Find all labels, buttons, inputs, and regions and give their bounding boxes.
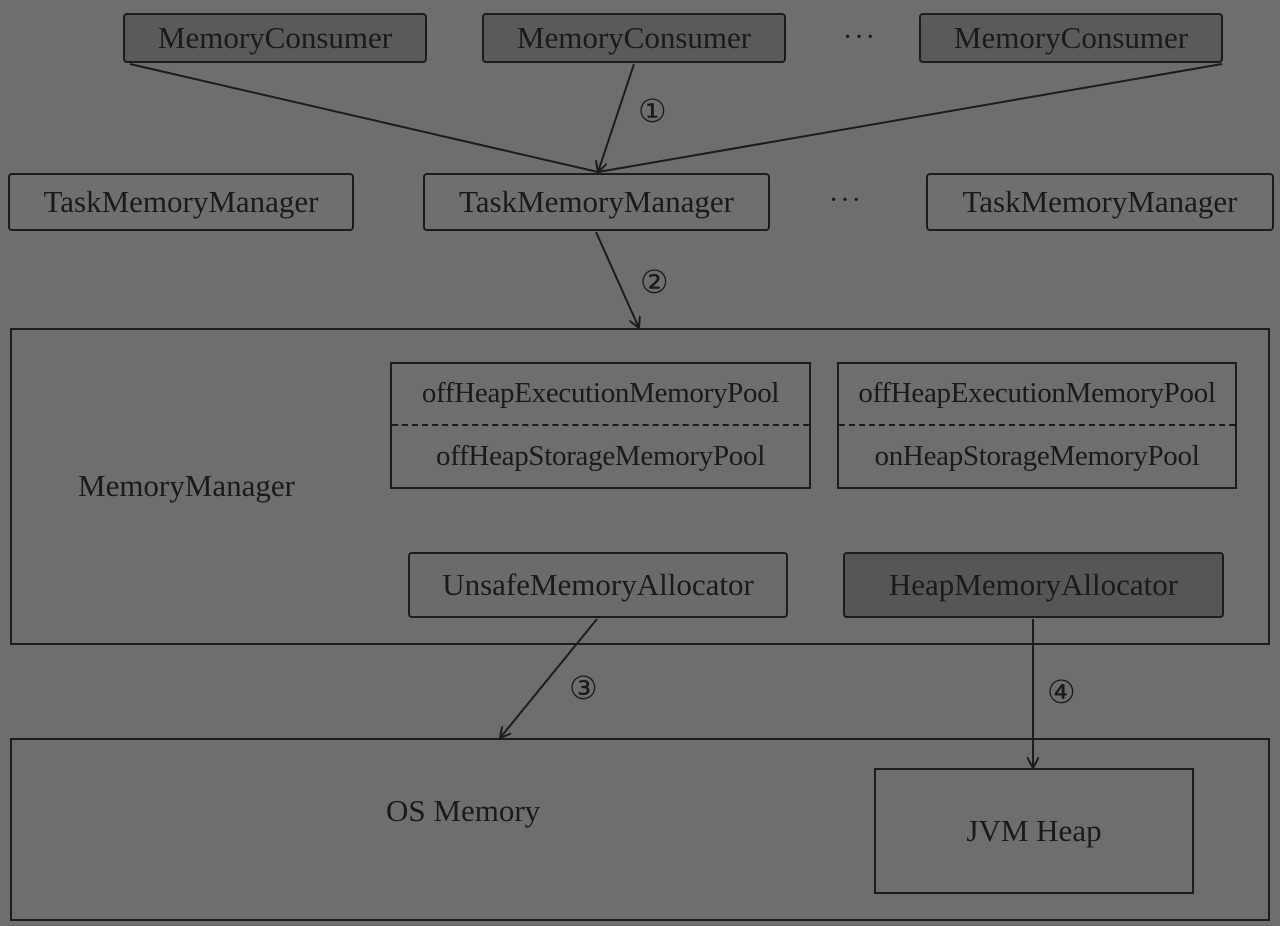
task-memory-manager-1-label: TaskMemoryManager [43, 184, 319, 219]
unsafe-memory-allocator: UnsafeMemoryAllocator [408, 552, 788, 618]
arrow-consumer-3-to-tmm [597, 63, 1223, 173]
memory-consumer-1-label: MemoryConsumer [157, 20, 393, 55]
os-memory-frame [10, 738, 1270, 921]
memory-consumer-3: MemoryConsumer [919, 13, 1223, 63]
os-memory-label: OS Memory [386, 793, 541, 828]
pool-left-top: offHeapExecutionMemoryPool [392, 364, 809, 426]
memory-consumer-3-label: MemoryConsumer [953, 20, 1189, 55]
step-3-marker: ③ [569, 670, 598, 706]
heap-memory-allocator: HeapMemoryAllocator [843, 552, 1224, 618]
memory-pool-left: offHeapExecutionMemoryPool offHeapStorag… [390, 362, 811, 489]
consumer-ellipsis: ··· [843, 22, 877, 53]
arrow-consumer-1-to-tmm [129, 63, 599, 173]
pool-right-top: offHeapExecutionMemoryPool [839, 364, 1235, 426]
jvm-heap-label: JVM Heap [966, 813, 1102, 848]
memory-pool-right: offHeapExecutionMemoryPool onHeapStorage… [837, 362, 1237, 489]
task-memory-manager-2: TaskMemoryManager [423, 173, 770, 231]
memory-manager-label: MemoryManager [78, 468, 295, 503]
unsafe-memory-allocator-label: UnsafeMemoryAllocator [442, 567, 754, 602]
task-memory-manager-3-label: TaskMemoryManager [962, 184, 1238, 219]
step-2-marker: ② [640, 264, 669, 300]
pool-right-bottom: onHeapStorageMemoryPool [874, 439, 1200, 472]
arrow-consumer-2-to-tmm [598, 63, 635, 172]
step-1-marker: ① [638, 93, 667, 129]
pool-left-bottom: offHeapStorageMemoryPool [436, 439, 765, 472]
memory-manager-frame [10, 328, 1270, 645]
memory-consumer-1: MemoryConsumer [123, 13, 427, 63]
memory-consumer-2-label: MemoryConsumer [516, 20, 752, 55]
task-manager-ellipsis: ··· [829, 185, 863, 216]
task-memory-manager-1: TaskMemoryManager [8, 173, 354, 231]
task-memory-manager-2-label: TaskMemoryManager [458, 184, 735, 219]
heap-memory-allocator-label: HeapMemoryAllocator [888, 567, 1179, 602]
jvm-heap-box: JVM Heap [874, 768, 1194, 894]
memory-consumer-2: MemoryConsumer [482, 13, 786, 63]
task-memory-manager-3: TaskMemoryManager [926, 173, 1274, 231]
step-4-marker: ④ [1047, 674, 1076, 710]
arrow-tmm-to-memory-manager [595, 231, 639, 328]
